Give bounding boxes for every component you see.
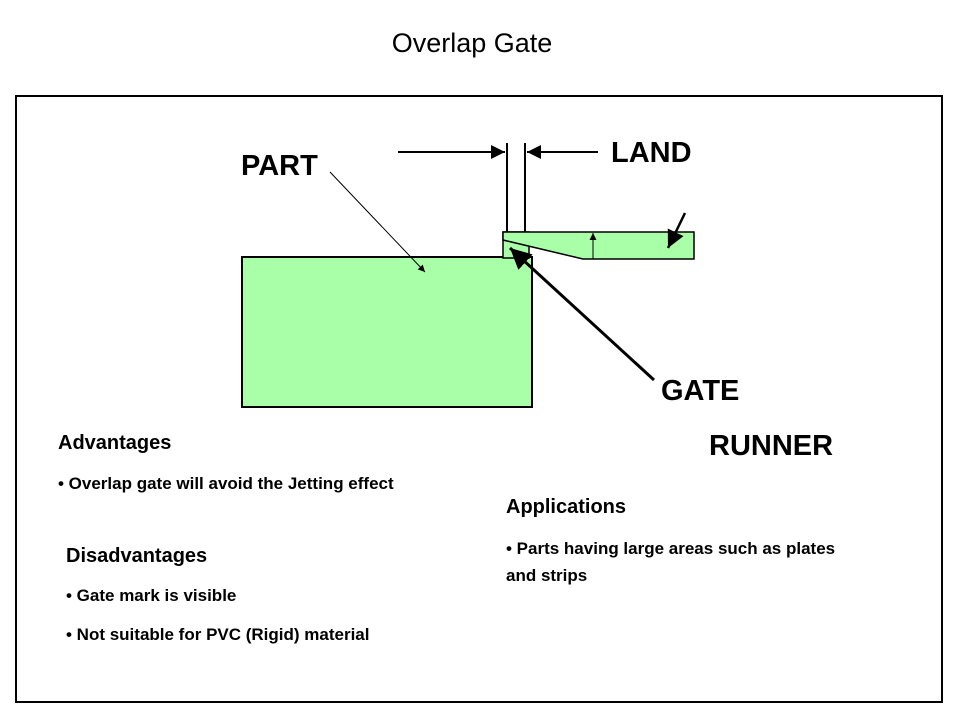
- land-label: LAND: [611, 137, 692, 169]
- applications-heading: Applications: [506, 496, 627, 518]
- advantages-item: • Overlap gate will avoid the Jetting ef…: [58, 474, 394, 493]
- gate-leader-arrow: [508, 246, 656, 382]
- disadvantages-item: • Gate mark is visible: [66, 586, 237, 605]
- content-frame: [15, 95, 943, 703]
- runner-shape: [502, 231, 695, 260]
- gate-label: GATE: [661, 375, 740, 407]
- part-label: PART: [241, 150, 318, 182]
- part-block: [241, 256, 533, 408]
- disadvantages-item: • Not suitable for PVC (Rigid) material: [66, 625, 370, 644]
- slide-title: Overlap Gate: [391, 28, 553, 58]
- advantages-heading: Advantages: [58, 432, 172, 454]
- runner-label: RUNNER: [709, 430, 834, 462]
- disadvantages-heading: Disadvantages: [66, 545, 208, 567]
- applications-item: • Parts having large areas such as plate…: [506, 539, 836, 585]
- part-leader-arrow: [329, 171, 426, 273]
- runner-leader-arrow: [666, 212, 687, 249]
